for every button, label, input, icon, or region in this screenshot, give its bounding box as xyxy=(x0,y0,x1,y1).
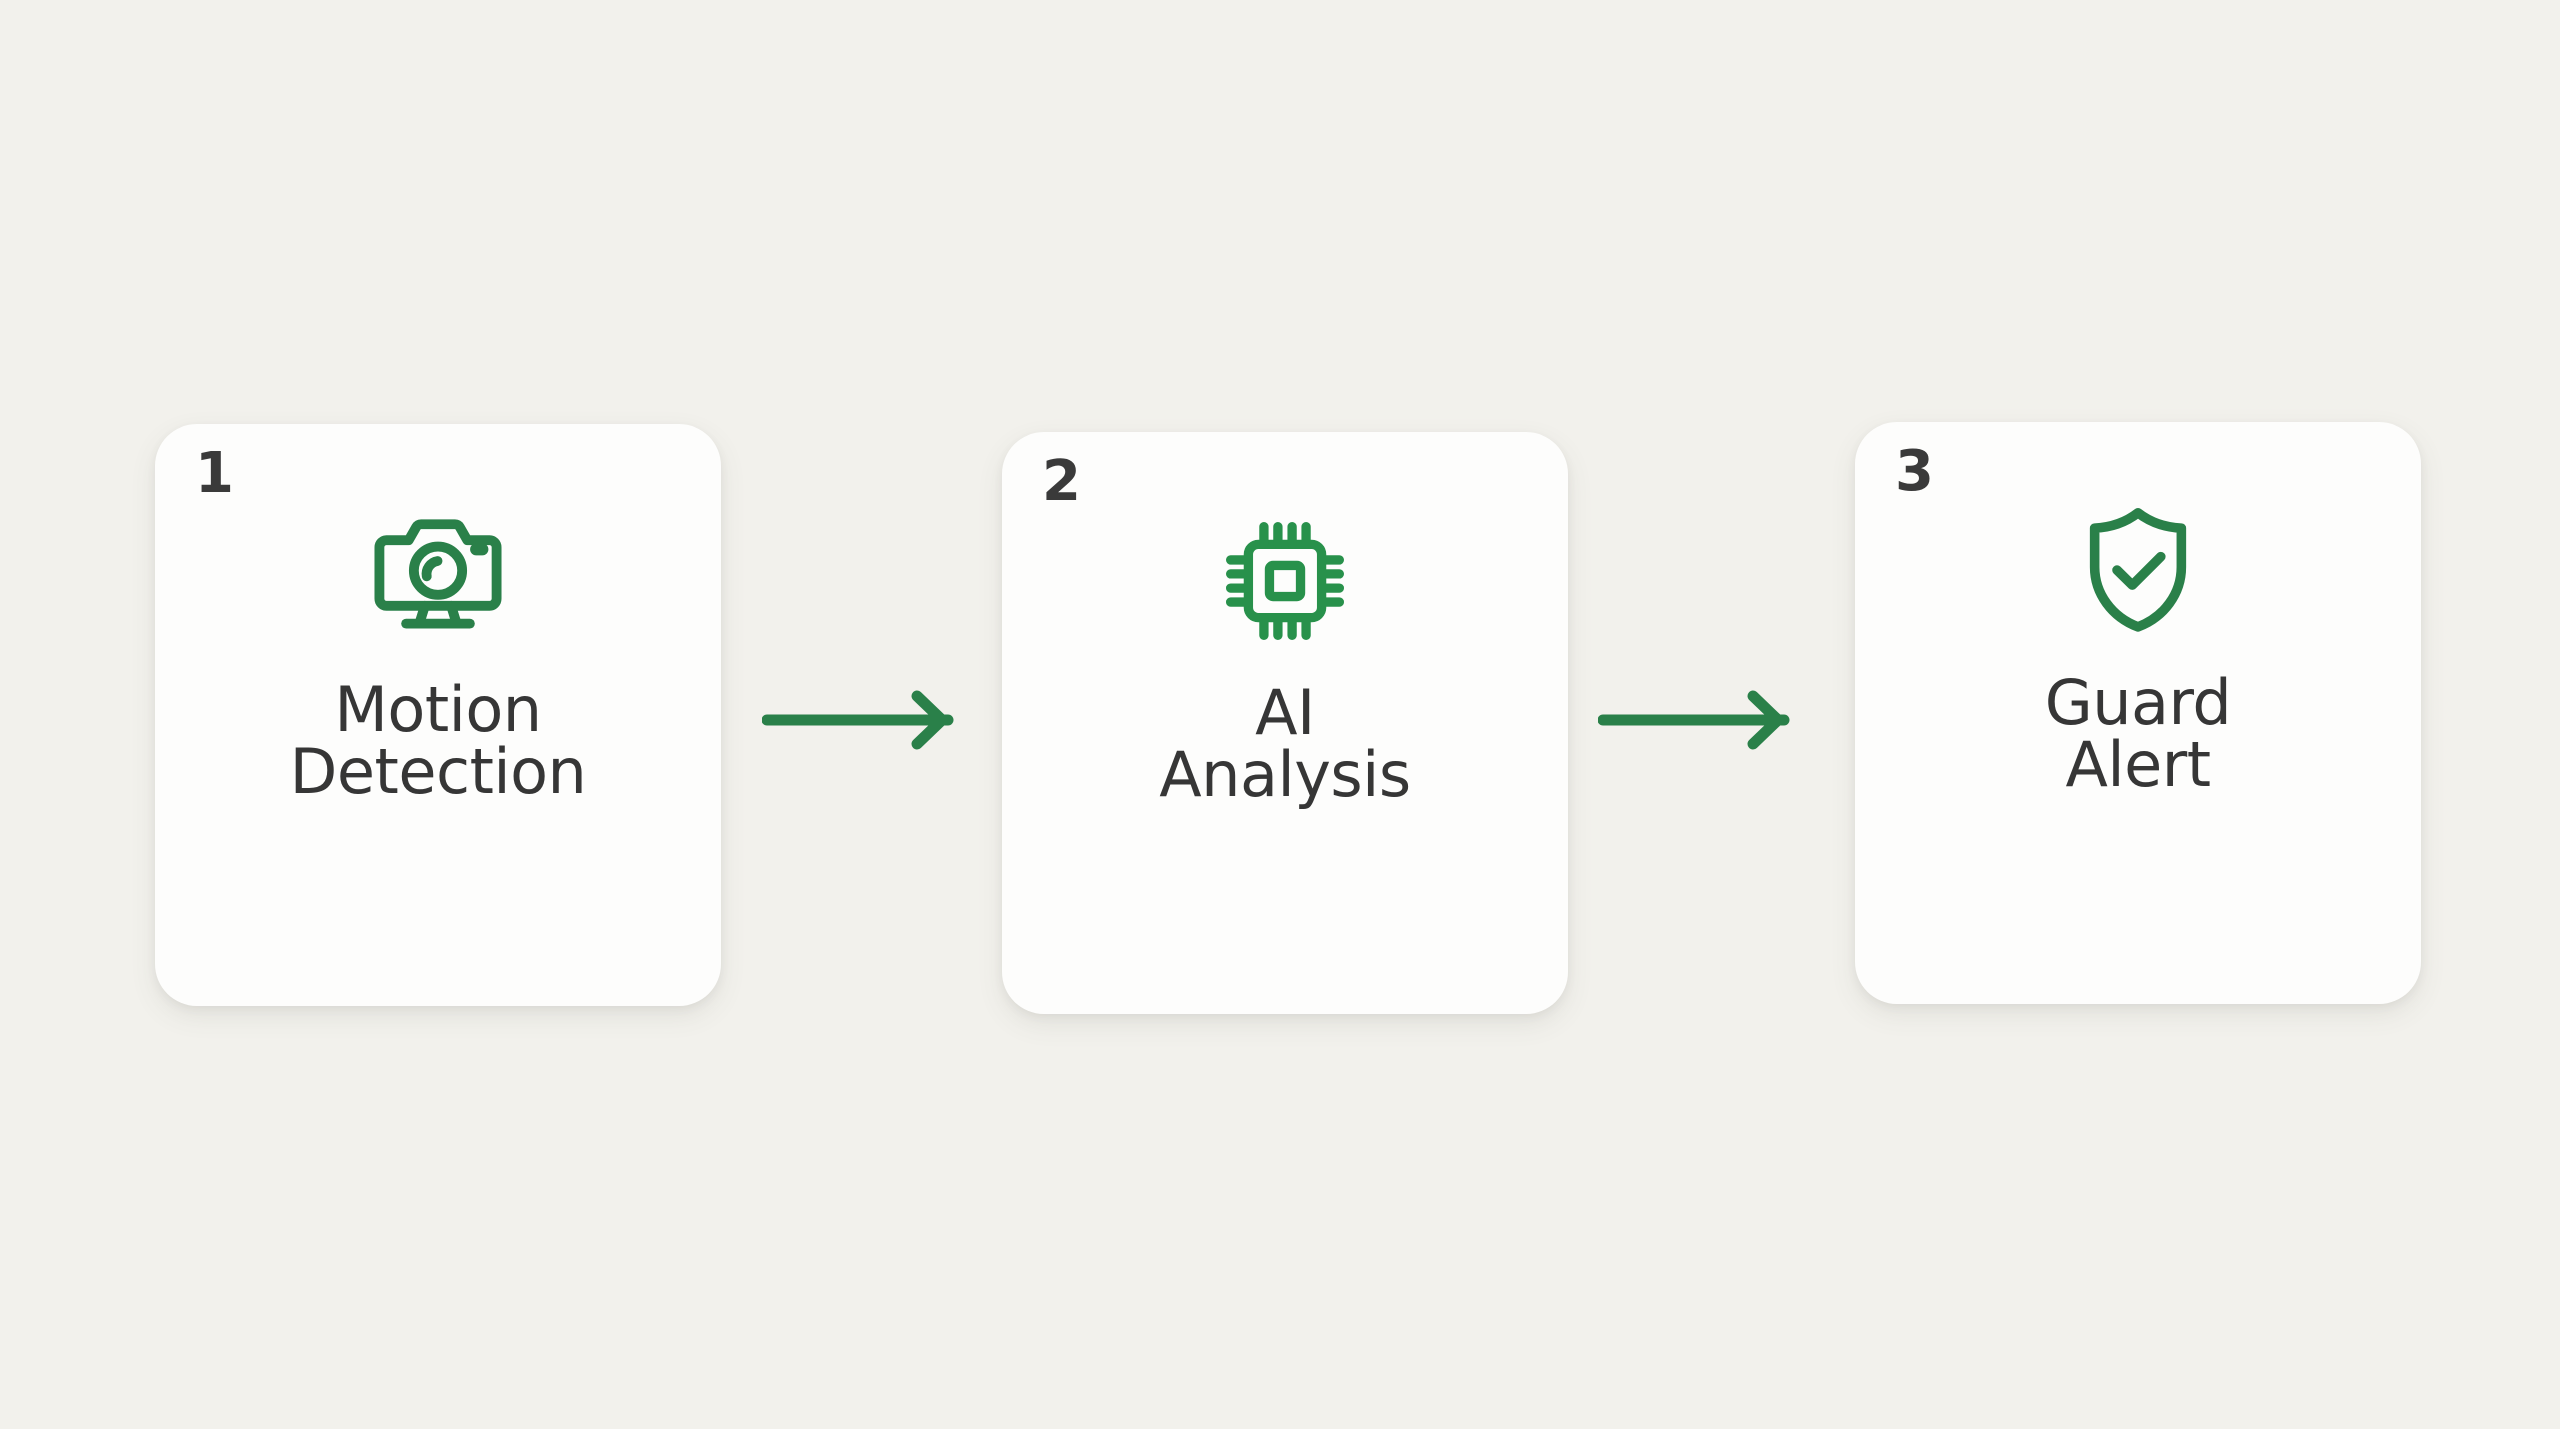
cpu-chip-icon xyxy=(1002,498,1568,663)
arrow-right-icon-2 xyxy=(1598,690,1798,750)
step-number-2: 2 xyxy=(1042,449,1081,514)
step-card-2[interactable]: 2 AI Analysis xyxy=(1002,432,1568,1014)
arrow-right-icon-1 xyxy=(762,690,962,750)
step-card-3[interactable]: 3 Guard Alert xyxy=(1855,422,2421,1004)
step-number-1: 1 xyxy=(195,441,234,506)
step-label-1: Motion Detection xyxy=(289,673,587,808)
step-number-3: 3 xyxy=(1895,439,1934,504)
step-label-3: Guard Alert xyxy=(2044,666,2232,801)
shield-check-icon xyxy=(1855,488,2421,653)
step-card-1[interactable]: 1 Motion Detection xyxy=(155,424,721,1006)
step-label-2: AI Analysis xyxy=(1159,676,1411,811)
camera-monitor-icon xyxy=(155,490,721,655)
